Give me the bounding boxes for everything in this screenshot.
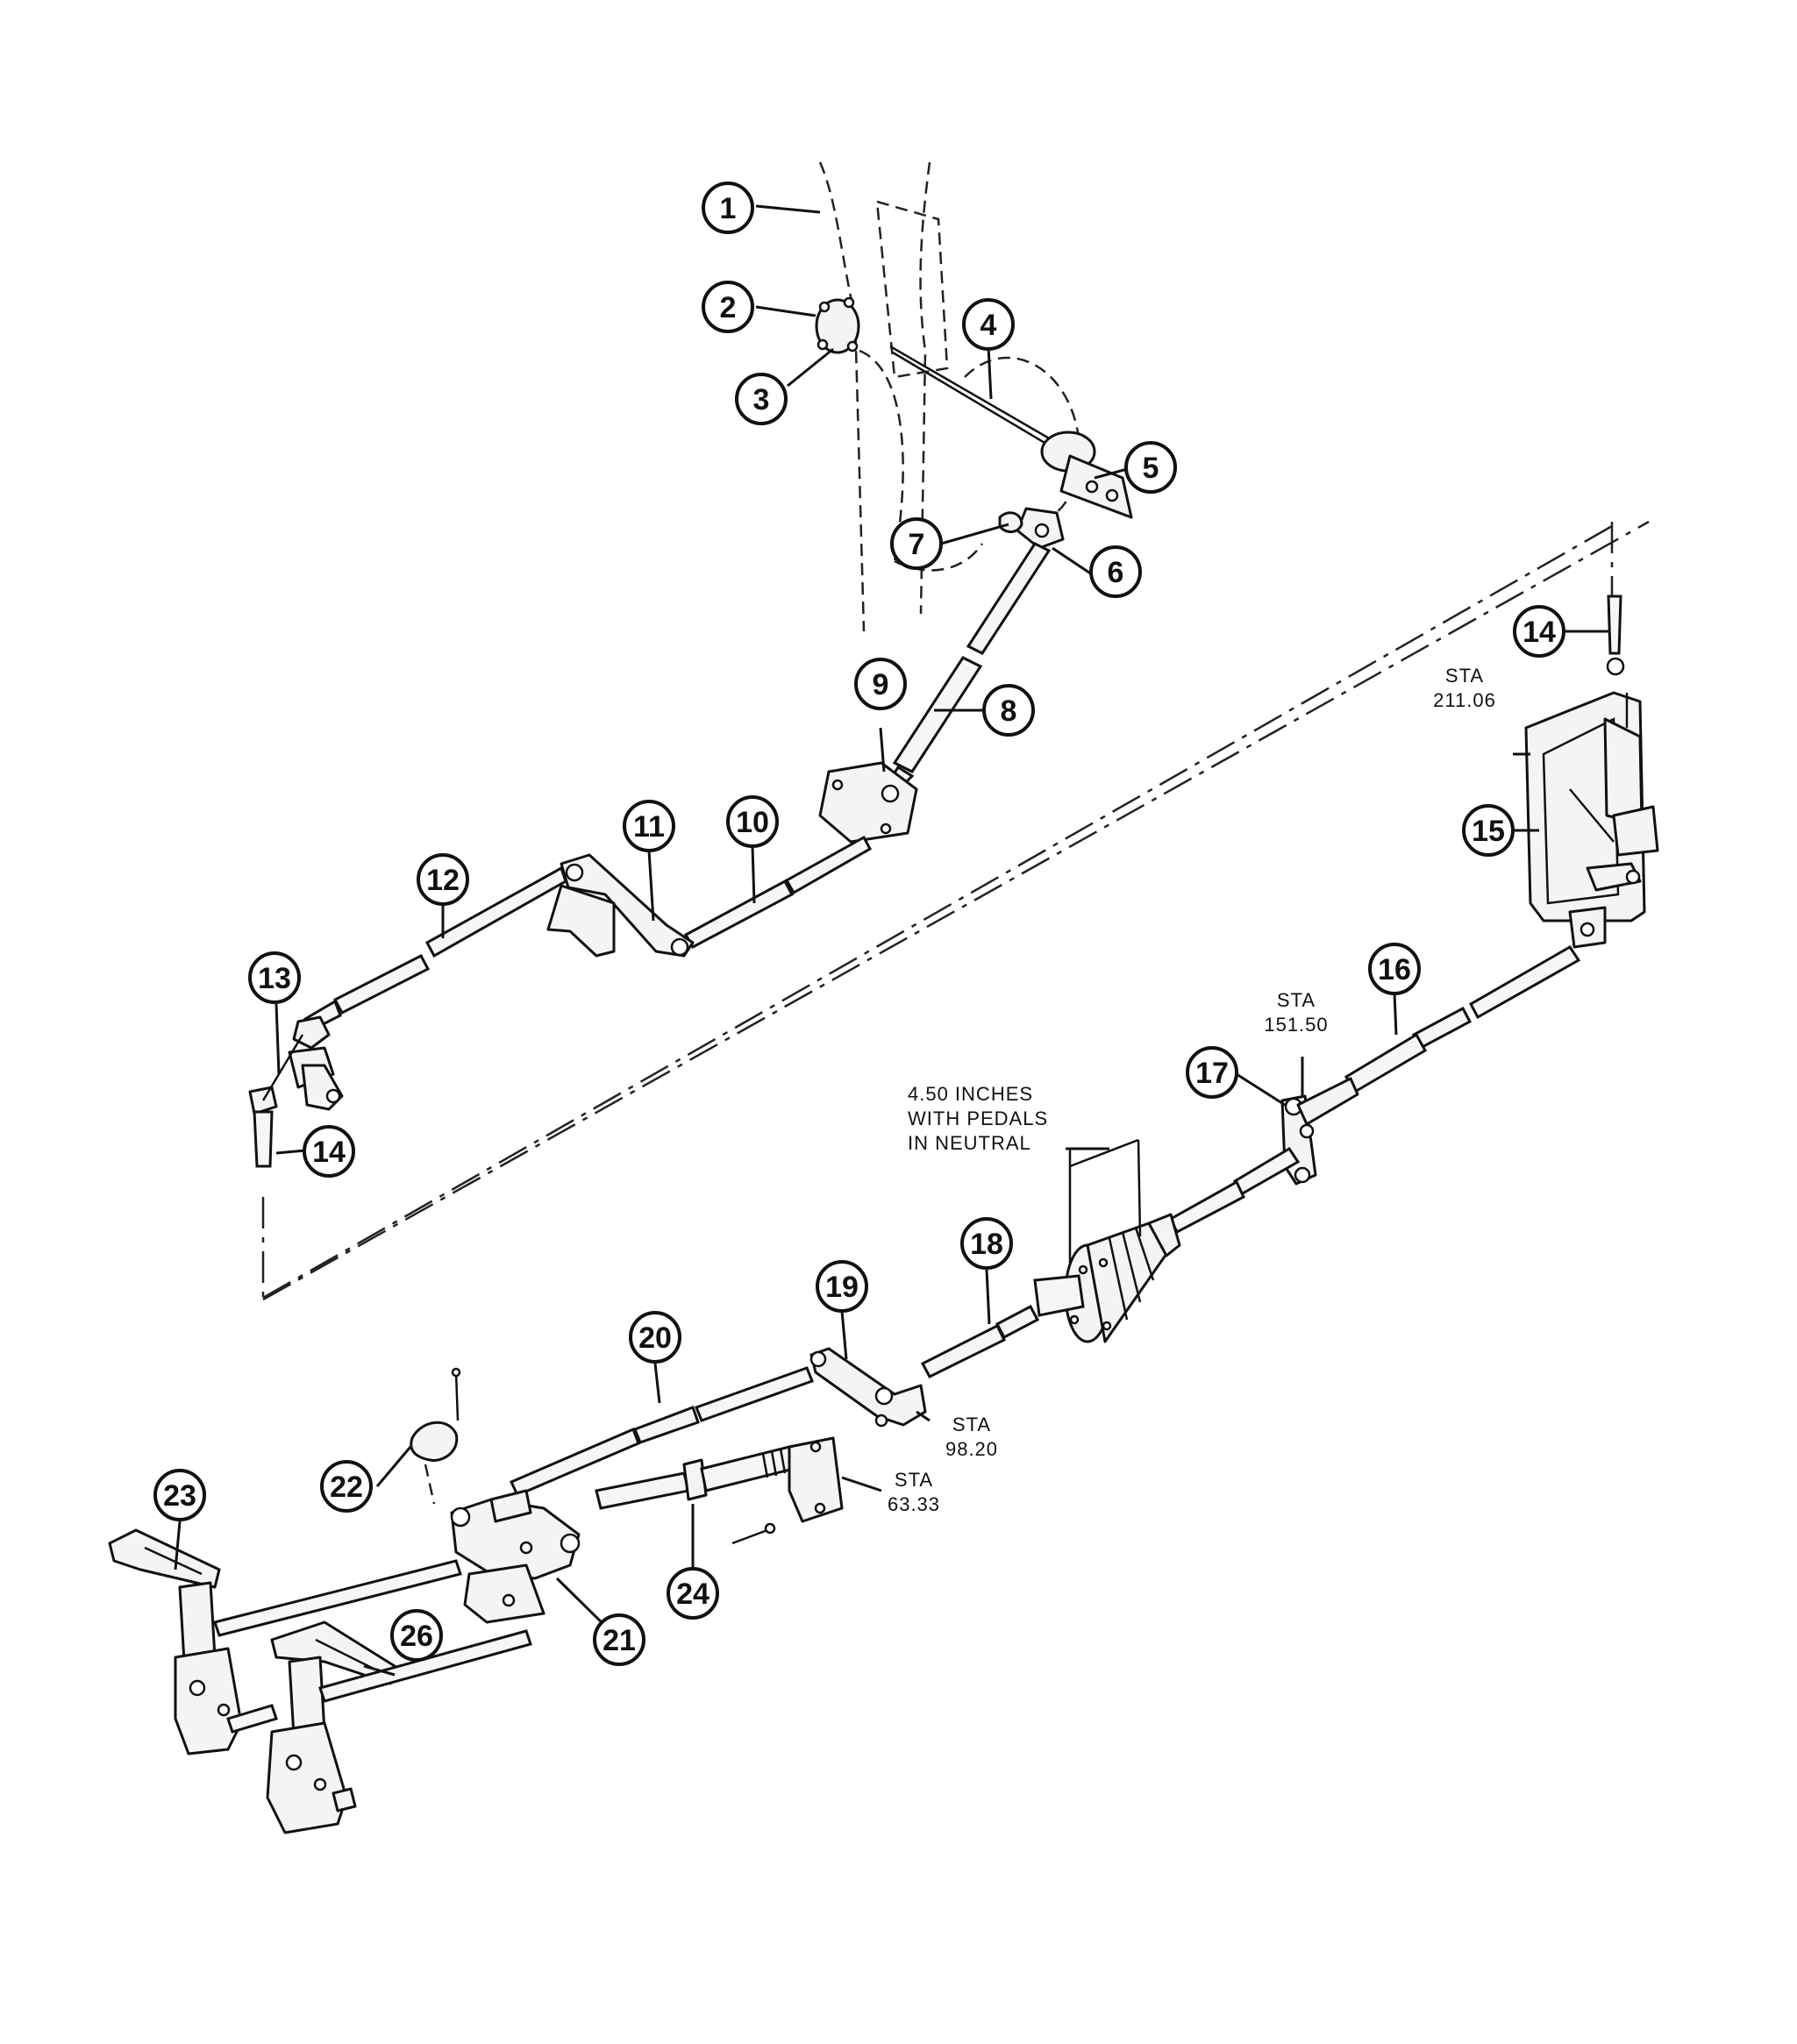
- note-pedals-neutral-line1: 4.50 INCHES: [908, 1083, 1033, 1105]
- rod-end-14-right: [1606, 595, 1625, 676]
- note-pedals-neutral-line3: IN NEUTRAL: [908, 1132, 1031, 1154]
- control-tube-20: [509, 1366, 814, 1497]
- callout-12: 12: [417, 853, 469, 906]
- callout-6: 6: [1089, 545, 1142, 598]
- callout-15-label: 15: [1472, 815, 1505, 848]
- callout-2: 2: [702, 281, 754, 333]
- callout-5: 5: [1124, 441, 1177, 494]
- callout-13: 13: [248, 951, 301, 1004]
- callout-12-label: 12: [426, 864, 460, 897]
- bellcrank-11: [546, 853, 695, 958]
- callout-6-label: 6: [1108, 556, 1124, 589]
- callout-11: 11: [623, 800, 675, 852]
- callout-18-label: 18: [970, 1228, 1003, 1261]
- note-sta-63: STA 63.33: [888, 1469, 940, 1515]
- callout-14-left: 14: [303, 1125, 355, 1178]
- note-sta-98-line2: 98.20: [945, 1438, 998, 1460]
- callout-8-label: 8: [1001, 694, 1017, 728]
- callout-4-label: 4: [981, 309, 997, 342]
- callout-4: 4: [962, 298, 1015, 351]
- pitch-change-assembly: [815, 296, 860, 354]
- control-tube-18: [920, 1304, 1040, 1378]
- callout-24: 24: [667, 1567, 719, 1620]
- callout-5-label: 5: [1143, 452, 1159, 485]
- bellcrank-9: [818, 761, 918, 844]
- callout-10: 10: [726, 795, 779, 848]
- callout-9-label: 9: [873, 668, 889, 702]
- callout-3: 3: [735, 373, 788, 425]
- callout-21-label: 21: [603, 1624, 636, 1657]
- support-15: [1524, 691, 1659, 949]
- callout-17-label: 17: [1195, 1057, 1229, 1090]
- note-pedals-neutral: 4.50 INCHES WITH PEDALS IN NEUTRAL: [908, 1083, 1048, 1154]
- callout-16-label: 16: [1378, 953, 1411, 986]
- callout-19-label: 19: [825, 1271, 859, 1304]
- rod-end-14-left: [253, 1110, 274, 1168]
- note-sta-98-line1: STA: [952, 1414, 991, 1435]
- note-sta-211-line2: 211.06: [1433, 689, 1496, 711]
- callout-15: 15: [1462, 804, 1515, 857]
- note-pedals-neutral-line2: WITH PEDALS: [908, 1107, 1048, 1129]
- callout-17: 17: [1186, 1046, 1238, 1099]
- callout-10-label: 10: [736, 806, 769, 839]
- note-sta-211: STA 211.06: [1433, 665, 1496, 711]
- callout-22-label: 22: [330, 1471, 363, 1504]
- part-22-cap: [410, 1367, 461, 1505]
- callout-20-label: 20: [638, 1321, 672, 1355]
- callout-16: 16: [1368, 943, 1421, 995]
- note-sta-63-line2: 63.33: [888, 1493, 940, 1515]
- callout-23: 23: [153, 1469, 206, 1521]
- callout-1: 1: [702, 182, 754, 234]
- callout-20: 20: [629, 1311, 681, 1364]
- pedal-assembly: [108, 1528, 532, 1834]
- callout-14-left-label: 14: [312, 1136, 346, 1169]
- callout-9: 9: [854, 658, 907, 710]
- callout-24-label: 24: [676, 1578, 710, 1611]
- continuation-lines: [261, 520, 1650, 1302]
- control-tube-17-18: [1169, 1146, 1301, 1235]
- callout-14-right: 14: [1513, 605, 1565, 658]
- control-tube-10: [683, 835, 873, 950]
- note-sta-98: STA 98.20: [945, 1414, 998, 1460]
- bellcrank-13: [248, 1015, 344, 1115]
- actuator-24: [595, 1436, 844, 1545]
- callout-7: 7: [890, 517, 943, 570]
- callout-8: 8: [982, 684, 1035, 737]
- note-sta-151-line2: 151.50: [1264, 1014, 1328, 1036]
- callout-3-label: 3: [753, 383, 770, 417]
- callout-1-label: 1: [720, 192, 737, 225]
- callout-23-label: 23: [163, 1479, 196, 1513]
- note-sta-63-line1: STA: [895, 1469, 933, 1491]
- callout-13-label: 13: [258, 962, 291, 995]
- leader-lines: [174, 204, 1608, 1677]
- note-sta-151: STA 151.50: [1264, 989, 1328, 1036]
- bellcrank-assembly: [998, 431, 1133, 550]
- callout-7-label: 7: [909, 528, 925, 561]
- callout-19: 19: [816, 1260, 868, 1313]
- callout-21: 21: [593, 1613, 645, 1666]
- callout-11-label: 11: [633, 810, 665, 844]
- callout-2-label: 2: [720, 291, 737, 324]
- callout-14-right-label: 14: [1522, 616, 1556, 649]
- bellcrank-17: [1280, 1077, 1359, 1186]
- callout-22: 22: [320, 1460, 373, 1513]
- callout-18: 18: [960, 1217, 1013, 1270]
- note-sta-211-line1: STA: [1445, 665, 1484, 687]
- callout-26-label: 26: [400, 1620, 433, 1653]
- bellcrank-21: [450, 1489, 581, 1624]
- bellcrank-19: [809, 1347, 927, 1428]
- control-tube-8: [883, 542, 1052, 795]
- callout-26: 26: [390, 1609, 443, 1662]
- note-sta-151-line1: STA: [1277, 989, 1316, 1011]
- control-tube-16: [1344, 944, 1581, 1094]
- seal-boot: [1033, 1138, 1181, 1343]
